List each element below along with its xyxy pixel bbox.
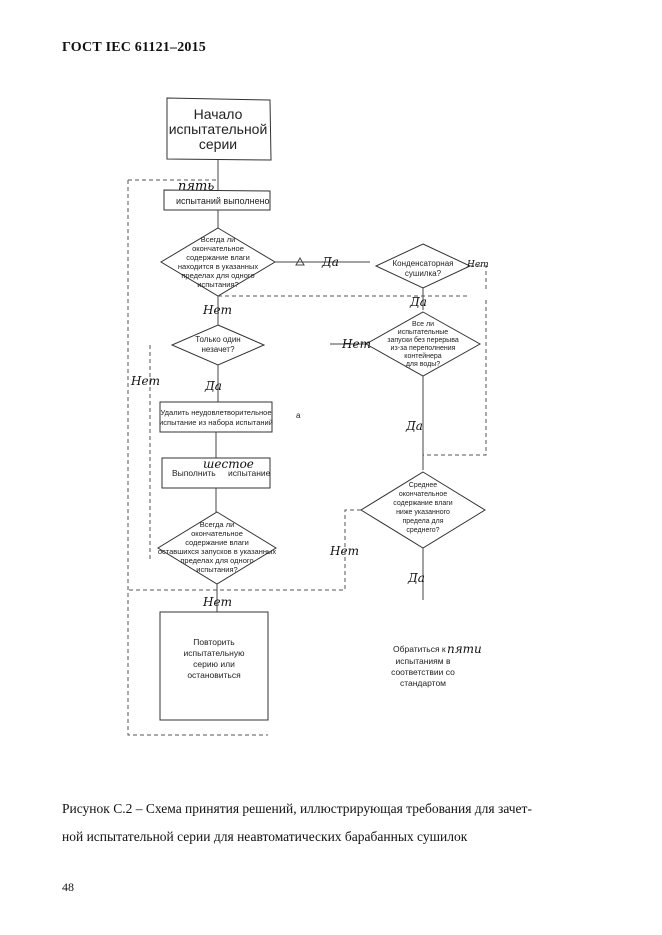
caption-line-1: Рисунок С.2 – Схема принятия решений, ил… bbox=[62, 801, 532, 816]
label-net-5: Нет bbox=[202, 595, 232, 609]
decision-condenser-l2: сушилка? bbox=[405, 269, 442, 278]
decision-average-l5: предела для bbox=[402, 518, 443, 525]
decision-all-runs-l4: из-за переполнения bbox=[391, 345, 456, 352]
decision-average-l2: окончательное bbox=[399, 491, 447, 498]
decision-remaining-l2: окончательное bbox=[191, 529, 243, 538]
decision-average-l3: содержание влаги bbox=[393, 500, 452, 507]
refer-handwritten: пяти bbox=[447, 642, 482, 656]
refer-l4: стандартом bbox=[400, 678, 446, 688]
start-box-text-1: Начало bbox=[194, 106, 243, 122]
remove-test-l1: Удалить неудовлетворительное bbox=[160, 408, 271, 417]
decision-all-runs-l5: контейнера bbox=[404, 352, 441, 360]
decision-moisture-l1: Всегда ли bbox=[201, 235, 236, 244]
refer-l2: испытаниям в bbox=[395, 656, 450, 666]
sixth-test-box: Выполнить шестое испытание bbox=[161, 457, 271, 489]
repeat-series-box: Повторить испытательную серию или остано… bbox=[159, 611, 269, 721]
condenser-no-right bbox=[470, 265, 487, 290]
figure-caption: Рисунок С.2 – Схема принятия решений, ил… bbox=[62, 795, 622, 851]
label-net-2: Нет bbox=[130, 374, 160, 388]
arrow-moisture-yes bbox=[295, 256, 305, 266]
decision-remaining-l5: пределах для одного bbox=[180, 556, 253, 565]
decision-all-runs: Все ли испытательные запуски без перерыв… bbox=[364, 311, 482, 377]
sixth-test-handwritten: шестое bbox=[203, 457, 254, 471]
decision-all-runs-l6: для воды? bbox=[406, 361, 440, 368]
decision-all-runs-l1: Все ли bbox=[412, 321, 434, 328]
label-da-4: Да bbox=[405, 419, 423, 433]
average-no-line bbox=[128, 509, 361, 591]
label-da-2: Да bbox=[409, 295, 427, 309]
decision-moisture-l4: находится в указанных bbox=[178, 262, 258, 271]
bottom-left-line bbox=[127, 600, 268, 736]
repeat-l2: испытательную bbox=[184, 648, 246, 658]
decision-average: Среднее окончательное содержание влаги н… bbox=[360, 471, 486, 549]
decision-condenser: Конденсаторная сушилка? bbox=[374, 243, 472, 289]
caption-line-2: ной испытательной серии для неавтоматиче… bbox=[62, 829, 468, 844]
page-number: 48 bbox=[62, 880, 74, 894]
decision-moisture-l2: окончательное bbox=[192, 244, 244, 253]
label-net-condenser: Нет bbox=[466, 260, 489, 270]
five-tests-box: пять испытаний выполнено bbox=[163, 179, 271, 211]
repeat-l4: остановиться bbox=[187, 670, 241, 680]
label-net-1: Нет bbox=[202, 303, 232, 317]
stray-letter-a: а bbox=[296, 411, 301, 420]
decision-remaining: Всегда ли окончательное содержание влаги… bbox=[157, 511, 277, 585]
document-header: ГОСТ IEC 61121–2015 bbox=[62, 40, 206, 55]
repeat-l1: Повторить bbox=[193, 637, 235, 647]
decision-moisture-l6: испытания? bbox=[197, 280, 238, 289]
refer-l3: соответствии со bbox=[391, 667, 455, 677]
decision-condenser-l1: Конденсаторная bbox=[392, 259, 453, 268]
start-box-text-3: серии bbox=[199, 136, 237, 152]
label-net-4: Нет bbox=[329, 544, 359, 558]
decision-average-l1: Среднее bbox=[409, 482, 438, 489]
label-da-3: Да bbox=[204, 379, 222, 393]
five-tests-text: испытаний выполнено bbox=[176, 196, 270, 206]
decision-moisture-l3: содержание влаги bbox=[186, 253, 250, 262]
sixth-test-prefix: Выполнить bbox=[172, 468, 216, 478]
refer-standard-box: Обратиться к пяти испытаниям в соответст… bbox=[391, 642, 482, 688]
repeat-l3: серию или bbox=[193, 659, 235, 669]
start-box: Начало испытательной серии bbox=[166, 97, 272, 161]
decision-all-runs-l3: запуски без перерыва bbox=[387, 336, 459, 344]
refer-l1: Обратиться к bbox=[393, 644, 446, 654]
label-da-1: Да bbox=[321, 255, 339, 269]
decision-remaining-l4: оставшихся запусков в указанных bbox=[158, 547, 277, 556]
start-box-text-2: испытательной bbox=[169, 121, 268, 137]
decision-all-runs-l2: испытательные bbox=[398, 329, 449, 336]
remove-test-l2: испытание из набора испытаний bbox=[159, 418, 273, 427]
decision-remaining-l1: Всегда ли bbox=[200, 520, 235, 529]
decision-average-l6: среднего? bbox=[406, 527, 439, 534]
flowchart: Начало испытательной серии пять испытани… bbox=[127, 97, 489, 736]
decision-moisture: Всегда ли окончательное содержание влаги… bbox=[160, 227, 276, 297]
remove-test-box: Удалить неудовлетворительное испытание и… bbox=[159, 401, 273, 433]
decision-only-one-l1: Только один bbox=[195, 335, 240, 344]
decision-remaining-l3: содержание влаги bbox=[185, 538, 249, 547]
decision-remaining-l6: испытания? bbox=[196, 565, 237, 574]
label-da-5: Да bbox=[407, 571, 425, 585]
decision-moisture-l5: пределах для одного bbox=[181, 271, 254, 280]
five-tests-handwritten: пять bbox=[178, 179, 214, 194]
right-return-line bbox=[423, 300, 487, 456]
label-net-3: Нет bbox=[341, 337, 371, 351]
decision-average-l4: ниже указанного bbox=[396, 509, 450, 516]
decision-only-one: Только один незачет? bbox=[170, 324, 266, 366]
sixth-test-suffix: испытание bbox=[228, 468, 271, 478]
decision-only-one-l2: незачет? bbox=[201, 345, 235, 354]
